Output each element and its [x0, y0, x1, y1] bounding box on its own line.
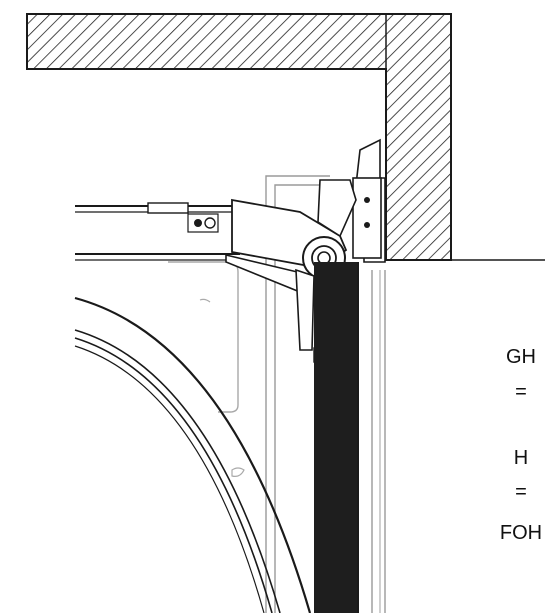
- foh-label: FOH: [499, 522, 543, 544]
- frame-outline: [265, 175, 386, 613]
- curved-track: [74, 296, 312, 613]
- roller-stem: [295, 268, 315, 351]
- gh-label: GH: [506, 346, 536, 368]
- h-label: H: [513, 447, 529, 469]
- door-panel: [314, 262, 358, 613]
- equals-sign-1: =: [515, 381, 527, 403]
- horizontal-track: [75, 202, 240, 261]
- bracket-block: [352, 177, 382, 259]
- guide-outline: [168, 261, 239, 413]
- equals-sign-2: =: [515, 481, 527, 503]
